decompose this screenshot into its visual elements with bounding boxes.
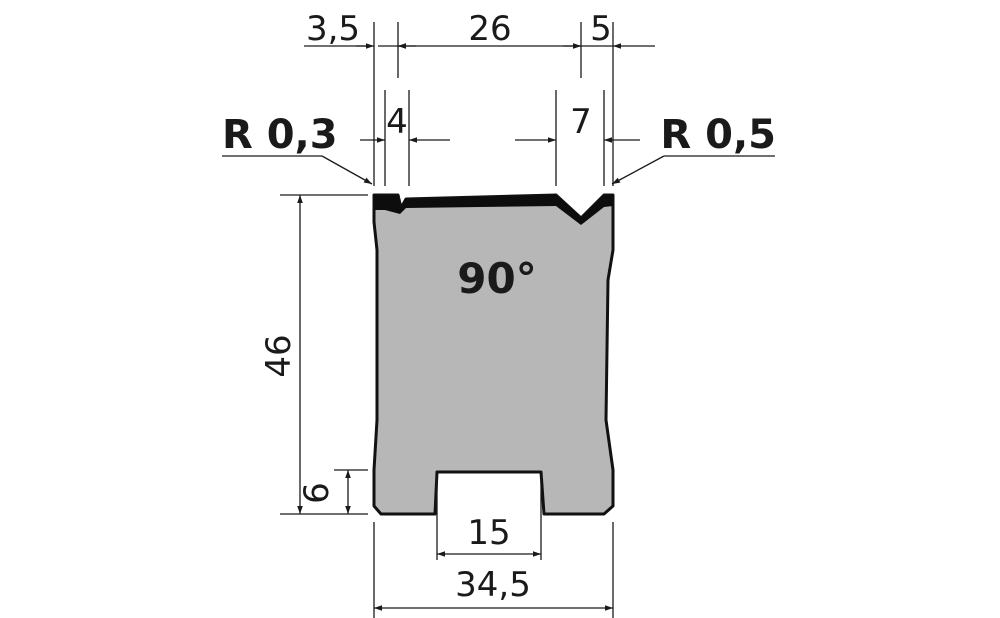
dim-height: 46	[259, 334, 299, 377]
dim-right-radius: R 0,5	[660, 112, 776, 158]
dimension-lines	[222, 43, 775, 611]
top-insert-strip	[374, 195, 613, 225]
dim-left-radius: R 0,3	[222, 112, 338, 158]
dim-top-right-offset: 5	[590, 9, 612, 49]
dim-slot-height: 6	[297, 482, 337, 504]
die-body	[372, 193, 615, 516]
dim-right-vee-opening: 7	[570, 102, 592, 142]
angle-label: 90°	[457, 254, 536, 303]
dim-top-left-offset: 3,5	[306, 9, 360, 49]
extension-lines	[280, 22, 614, 618]
dim-top-span: 26	[468, 9, 511, 49]
die-body-shape	[372, 193, 615, 516]
dim-total-width: 34,5	[455, 565, 531, 605]
dim-left-vee-opening: 4	[386, 102, 408, 142]
dim-slot-width: 15	[467, 513, 510, 553]
